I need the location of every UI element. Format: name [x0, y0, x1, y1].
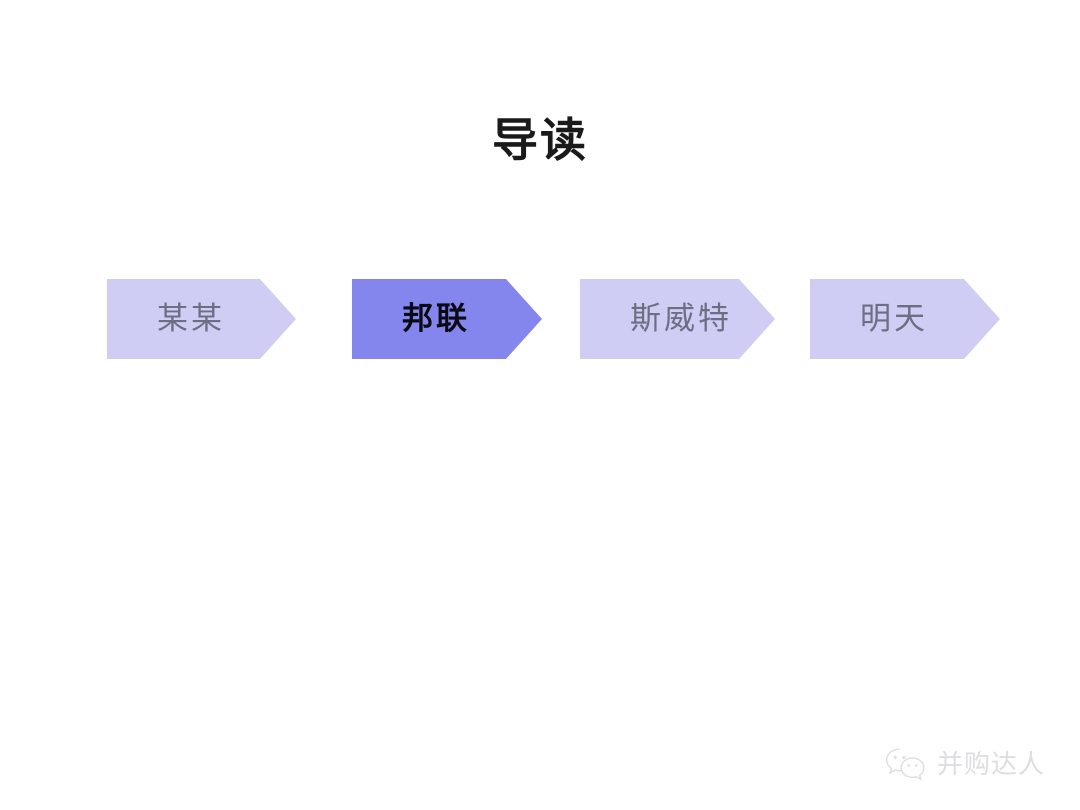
chevron-step-1[interactable]: 某某 — [107, 279, 296, 359]
chevron-step-1-label: 某某 — [157, 301, 225, 337]
watermark: 并购达人 — [884, 742, 1064, 788]
chevron-navigation: 某某 邦联 斯威特 明天 — [0, 279, 1080, 359]
watermark-text: 并购达人 — [937, 750, 1046, 780]
chevron-step-4-label: 明天 — [860, 301, 928, 337]
wechat-icon — [885, 748, 925, 781]
chevron-step-3-label: 斯威特 — [630, 301, 732, 337]
chevron-step-4[interactable]: 明天 — [810, 279, 1000, 359]
page-title: 导读 — [492, 113, 588, 167]
chevron-step-3[interactable]: 斯威特 — [580, 279, 775, 359]
chevron-step-2-label: 邦联 — [402, 301, 470, 337]
chevron-step-2[interactable]: 邦联 — [352, 279, 542, 359]
